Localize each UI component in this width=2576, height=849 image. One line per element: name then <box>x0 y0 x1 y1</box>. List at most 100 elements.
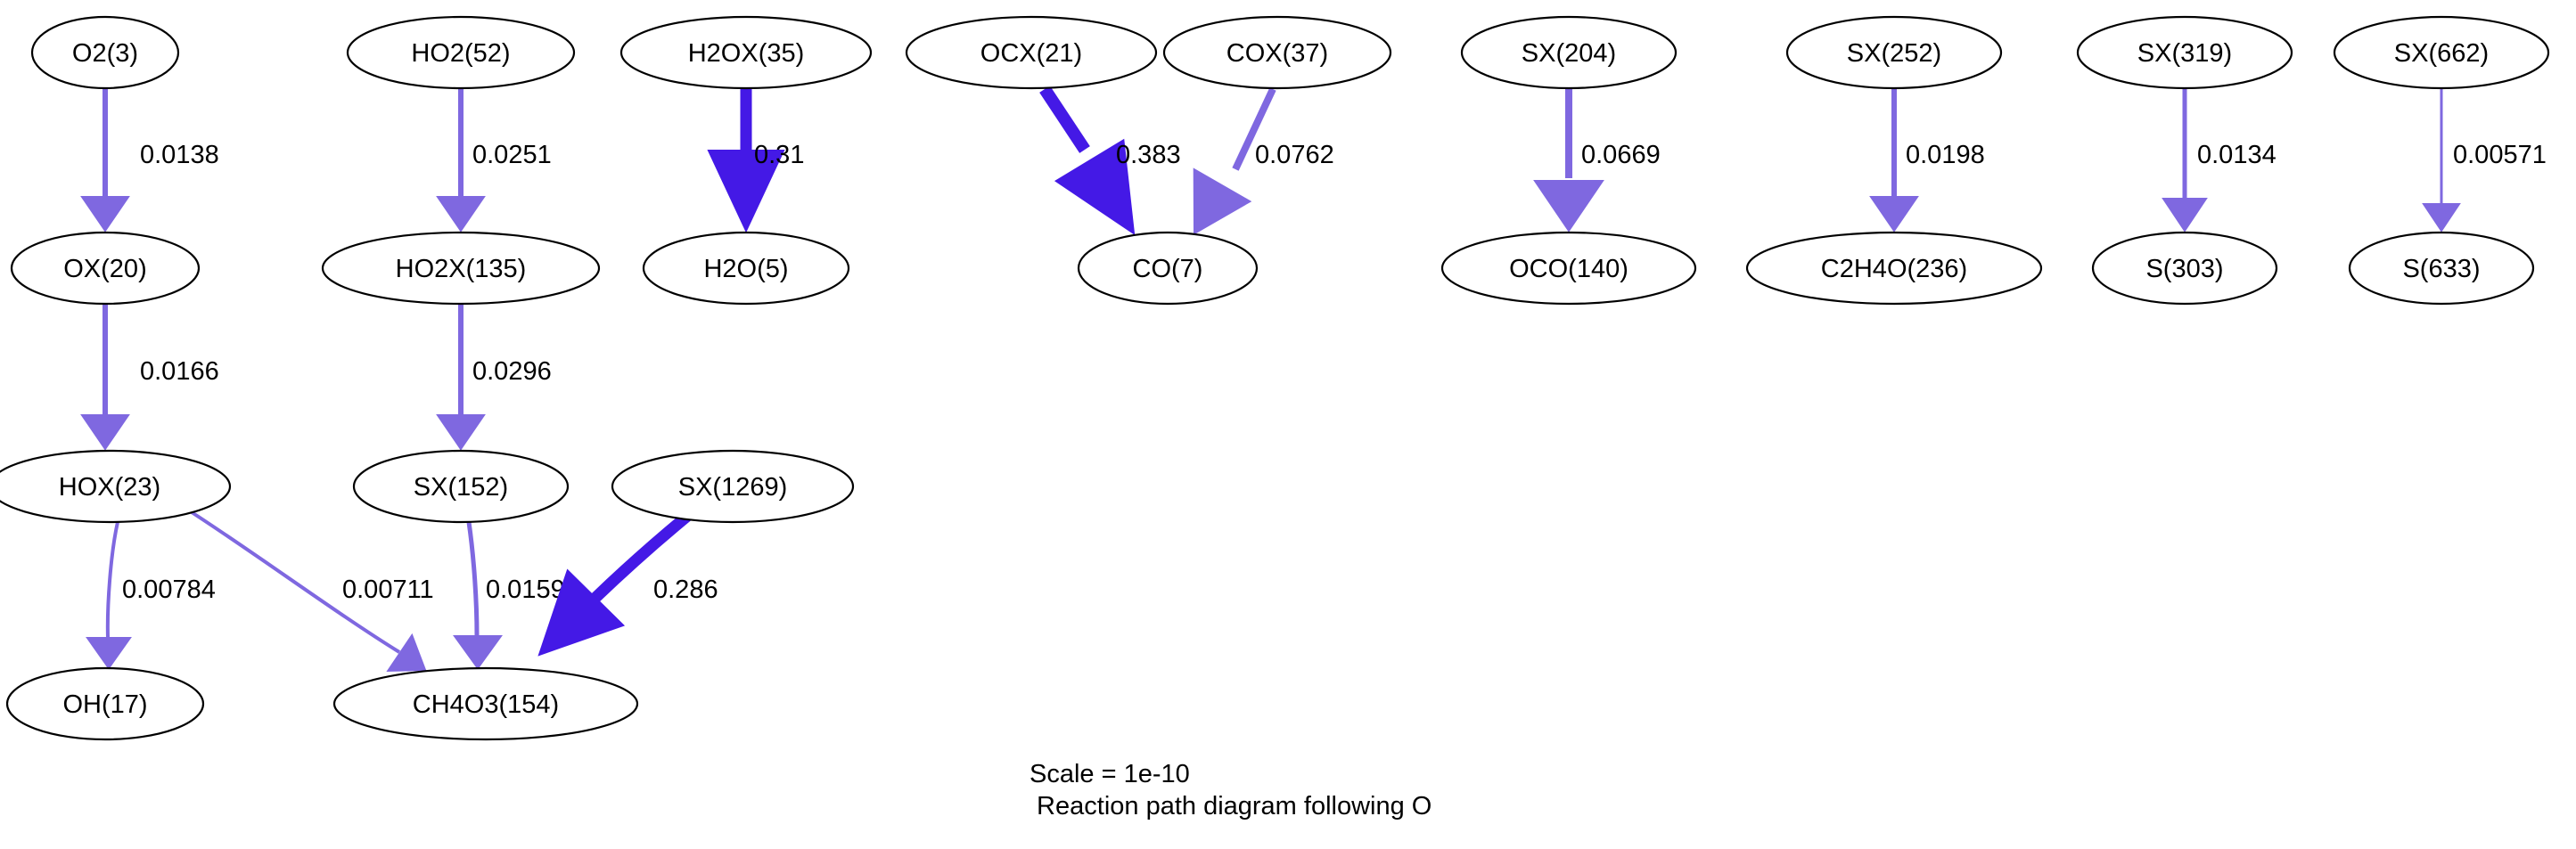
edge-arrowhead <box>436 196 486 233</box>
species-node-SX_204: SX(204) <box>1460 15 1678 90</box>
species-node-ellipse <box>619 15 873 90</box>
edge-OCX_21-to-CO_7: 0.383 <box>1039 86 1181 236</box>
diagram-subtitle: Reaction path diagram following O <box>1030 792 1432 820</box>
species-node-C2H4O_236: C2H4O(236) <box>1745 231 2043 306</box>
species-node-label: S(303) <box>2145 255 2223 283</box>
edge-arrowhead <box>1533 180 1604 233</box>
species-node-OH_17: OH(17) <box>5 666 205 741</box>
edge-arrowhead <box>1054 138 1136 236</box>
edge-SX_204-to-OCO_140: 0.0669 <box>1533 88 1661 233</box>
species-node-ellipse <box>346 15 576 90</box>
edge-SX_252-to-C2H4O_236: 0.0198 <box>1869 88 1985 233</box>
edge-OX_20-to-HOX_23: 0.0166 <box>80 304 219 451</box>
species-node-label: HO2(52) <box>411 39 510 68</box>
edge-arrowhead <box>2422 203 2461 233</box>
edge-O2_3-to-OX_20: 0.0138 <box>80 88 219 233</box>
species-node-ellipse <box>611 449 855 524</box>
species-node-CO_7: CO(7) <box>1077 231 1259 306</box>
edge-flux-label: 0.00784 <box>122 576 216 604</box>
species-node-ellipse <box>1460 15 1678 90</box>
species-node-label: CH4O3(154) <box>413 690 559 719</box>
edge-line <box>466 521 480 637</box>
species-node-label: SX(252) <box>1847 39 1941 68</box>
edge-flux-label: 0.0251 <box>472 141 552 169</box>
species-node-O2_3: O2(3) <box>30 15 180 90</box>
edge-flux-label: 0.0762 <box>1255 141 1334 169</box>
species-node-SX_662: SX(662) <box>2333 15 2550 90</box>
species-node-label: OH(17) <box>62 690 147 719</box>
species-node-label: H2O(5) <box>703 255 788 283</box>
species-node-SX_152: SX(152) <box>352 449 570 524</box>
edge-flux-label: 0.0669 <box>1581 141 1661 169</box>
edge-line <box>190 510 401 654</box>
species-node-OCO_140: OCO(140) <box>1440 231 1697 306</box>
edge-HOX_23-to-OH_17: 0.00784 <box>86 521 216 670</box>
species-node-ellipse <box>1440 231 1697 306</box>
species-node-H2OX_35: H2OX(35) <box>619 15 873 90</box>
edge-flux-label: 0.0296 <box>472 357 552 386</box>
species-node-ellipse <box>2348 231 2535 306</box>
species-node-label: SX(1269) <box>678 473 788 502</box>
edge-HOX_23-to-CH4O3_154: 0.00711 <box>190 510 434 672</box>
edge-arrowhead <box>537 568 626 657</box>
edge-flux-label: 0.0198 <box>1906 141 1985 169</box>
species-node-label: SX(204) <box>1522 39 1616 68</box>
species-node-label: OCO(140) <box>1509 255 1628 283</box>
species-node-OX_20: OX(20) <box>10 231 201 306</box>
edge-flux-label: 0.0134 <box>2197 141 2277 169</box>
edges-layer: 0.0138 0.0251 0.31 0.383 0.0762 0.0669 0.0198 0… <box>80 86 2547 672</box>
species-node-SX_1269: SX(1269) <box>611 449 855 524</box>
species-node-ellipse <box>2091 231 2278 306</box>
species-node-ellipse <box>5 666 205 741</box>
species-node-COX_37: COX(37) <box>1162 15 1392 90</box>
species-node-CH4O3_154: CH4O3(154) <box>332 666 639 741</box>
species-node-ellipse <box>905 15 1158 90</box>
edge-arrowhead <box>86 637 132 670</box>
species-node-OCX_21: OCX(21) <box>905 15 1158 90</box>
species-node-S_303: S(303) <box>2091 231 2278 306</box>
species-node-label: O2(3) <box>72 39 138 68</box>
edge-HO2X_135-to-SX_152: 0.0296 <box>436 304 552 451</box>
edge-arrowhead <box>453 635 503 670</box>
species-node-SX_252: SX(252) <box>1785 15 2003 90</box>
edge-line <box>591 508 695 602</box>
edge-flux-label: 0.00571 <box>2453 141 2547 169</box>
edge-arrowhead <box>436 414 486 451</box>
species-node-label: COX(37) <box>1226 39 1328 68</box>
edge-arrowhead <box>80 414 130 451</box>
species-node-HO2X_135: HO2X(135) <box>321 231 601 306</box>
diagram-scale-caption: Scale = 1e-10 <box>1030 760 1190 788</box>
species-node-label: H2OX(35) <box>688 39 805 68</box>
species-node-label: SX(152) <box>414 473 508 502</box>
edge-flux-label: 0.0159 <box>486 576 565 604</box>
species-node-HO2_52: HO2(52) <box>346 15 576 90</box>
species-node-label: C2H4O(236) <box>1821 255 1967 283</box>
edge-arrowhead <box>707 150 785 233</box>
species-node-ellipse <box>1745 231 2043 306</box>
edge-arrowhead <box>1193 167 1252 235</box>
edge-line <box>1232 87 1276 171</box>
species-node-ellipse <box>321 231 601 306</box>
species-node-H2O_5: H2O(5) <box>642 231 850 306</box>
species-node-ellipse <box>2076 15 2293 90</box>
edge-SX_319-to-S_303: 0.0134 <box>2162 88 2277 233</box>
species-node-ellipse <box>30 15 180 90</box>
species-node-ellipse <box>1162 15 1392 90</box>
species-node-label: SX(319) <box>2137 39 2232 68</box>
edge-SX_662-to-S_633: 0.00571 <box>2422 88 2547 233</box>
species-node-ellipse <box>2333 15 2550 90</box>
species-node-label: SX(662) <box>2394 39 2489 68</box>
edge-arrowhead <box>1869 196 1919 233</box>
edge-arrowhead <box>2162 198 2208 233</box>
species-node-label: CO(7) <box>1133 255 1203 283</box>
edge-SX_1269-to-CH4O3_154: 0.286 <box>537 508 718 657</box>
edge-arrowhead <box>80 196 130 233</box>
edge-flux-label: 0.0138 <box>140 141 219 169</box>
edge-COX_37-to-CO_7: 0.0762 <box>1193 87 1334 235</box>
species-node-S_633: S(633) <box>2348 231 2535 306</box>
species-node-label: OX(20) <box>63 255 146 283</box>
species-node-ellipse <box>10 231 201 306</box>
edge-flux-label: 0.31 <box>754 141 804 169</box>
species-node-ellipse <box>1785 15 2003 90</box>
species-node-label: HO2X(135) <box>396 255 527 283</box>
